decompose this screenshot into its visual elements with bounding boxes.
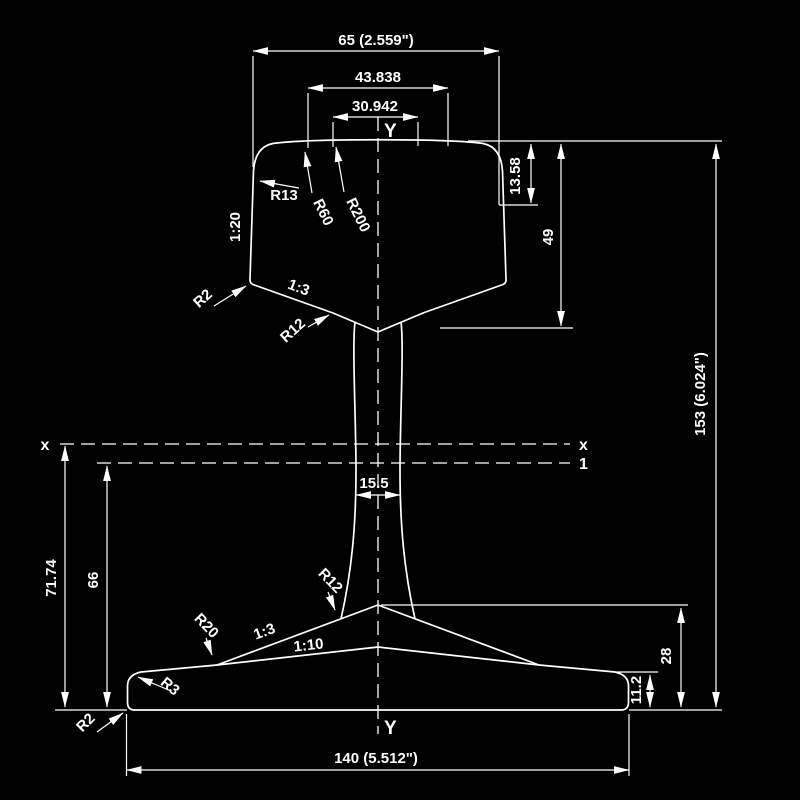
head-tangent-width-value: 43.838 — [355, 69, 401, 86]
dimension-web-thickness: 15.5 — [355, 475, 401, 499]
dimension-head-width: 65 (2.559") — [252, 32, 500, 205]
foot-width-value: 140 (5.512") — [334, 750, 418, 767]
head-shoulder-radius-label: R60 — [309, 196, 336, 228]
web-thickness-value: 15.5 — [359, 475, 388, 492]
rail-web-right-edge — [399, 321, 416, 620]
head-crown-width-value: 30.942 — [352, 98, 398, 115]
dimension-axis-to-base: 71.74 — [43, 445, 127, 711]
web-foot-fillet-radius-label: R12 — [315, 565, 346, 597]
x-axis-label-right: x — [579, 437, 588, 454]
dimension-line1-to-base: 66 — [85, 465, 111, 708]
foot-height-value: 28 — [658, 648, 675, 665]
foot-transition-radius-label: R20 — [191, 610, 222, 642]
rail-head-outline — [249, 138, 507, 333]
dimension-head-corner-depth: 13.58 — [499, 143, 538, 206]
rail-foot-outline — [126, 646, 630, 711]
head-corner-depth-value: 13.58 — [507, 157, 524, 195]
dimension-foot-edge-thickness: 11.2 — [616, 671, 658, 708]
dimension-foot-width: 140 (5.512") — [125, 714, 630, 776]
head-width-value: 65 (2.559") — [338, 32, 414, 49]
foot-inner-slope-label: 1:3 — [251, 620, 277, 643]
head-crown-radius-label: R200 — [342, 195, 373, 235]
dimension-total-height: 153 (6.024") — [468, 140, 722, 708]
head-corner-radius-label: R13 — [270, 187, 298, 204]
head-height-value: 49 — [540, 229, 557, 246]
head-underside-slope-label: 1:3 — [285, 276, 311, 300]
head-web-fillet-radius-label: R12 — [277, 315, 309, 346]
foot-edge-top-radius-label: R3 — [157, 674, 183, 699]
foot-outer-slope-label: 1:10 — [293, 636, 325, 656]
axis-to-base-value: 71.74 — [43, 559, 60, 597]
dimension-head-tangent-width: 43.838 — [307, 69, 449, 148]
y-axis-label-top: Y — [384, 121, 397, 142]
head-lower-corner-radius-label: R2 — [190, 286, 216, 311]
dimension-head-height: 49 — [440, 143, 573, 329]
callouts: R13 R60 R200 1:20 R2 1:3 R12 R12 R20 1:3… — [73, 146, 373, 736]
foot-edge-bottom-radius-label: R2 — [73, 710, 99, 736]
dimension-foot-height: 28 — [381, 604, 722, 711]
axis-lines: x x 1 Y Y — [41, 117, 588, 739]
rail-web-left-edge — [340, 321, 357, 620]
x-axis-label-left: x — [41, 437, 50, 454]
foot-edge-thickness-value: 11.2 — [628, 676, 645, 704]
y-axis-label-bottom: Y — [384, 718, 397, 739]
total-height-value: 153 (6.024") — [692, 352, 709, 436]
line1-to-base-value: 66 — [85, 572, 102, 589]
head-side-slope-label: 1:20 — [227, 212, 244, 242]
section-line-1-label: 1 — [579, 456, 588, 473]
dimension-head-crown-width: 30.942 — [332, 98, 419, 147]
